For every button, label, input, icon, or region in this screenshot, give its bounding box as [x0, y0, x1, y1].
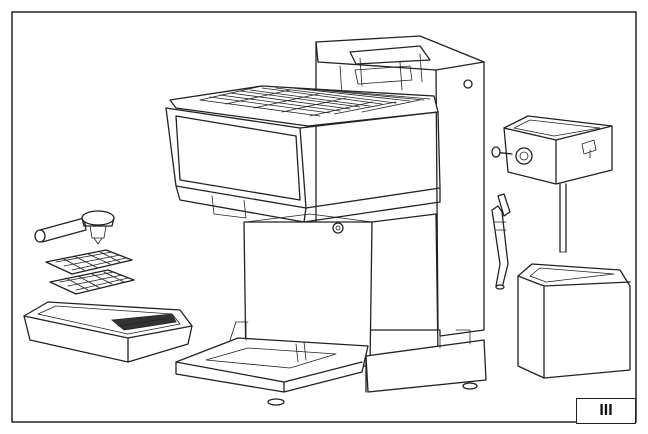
cup-warmer-grille: [199, 85, 431, 117]
filter-baskets: [45, 249, 135, 295]
figure-label: III: [576, 398, 636, 424]
control-panel: [175, 115, 301, 201]
water-tank: [517, 263, 631, 379]
portafilter: [34, 210, 115, 245]
water-tank-lid: [491, 115, 613, 185]
water-inlet-tube: [559, 183, 567, 253]
drip-tray: [23, 301, 193, 363]
steam-wand: [491, 193, 511, 290]
espresso-machine-body: [243, 35, 487, 406]
diagram-border: [11, 11, 637, 423]
machine-drip-tray: [175, 321, 369, 393]
